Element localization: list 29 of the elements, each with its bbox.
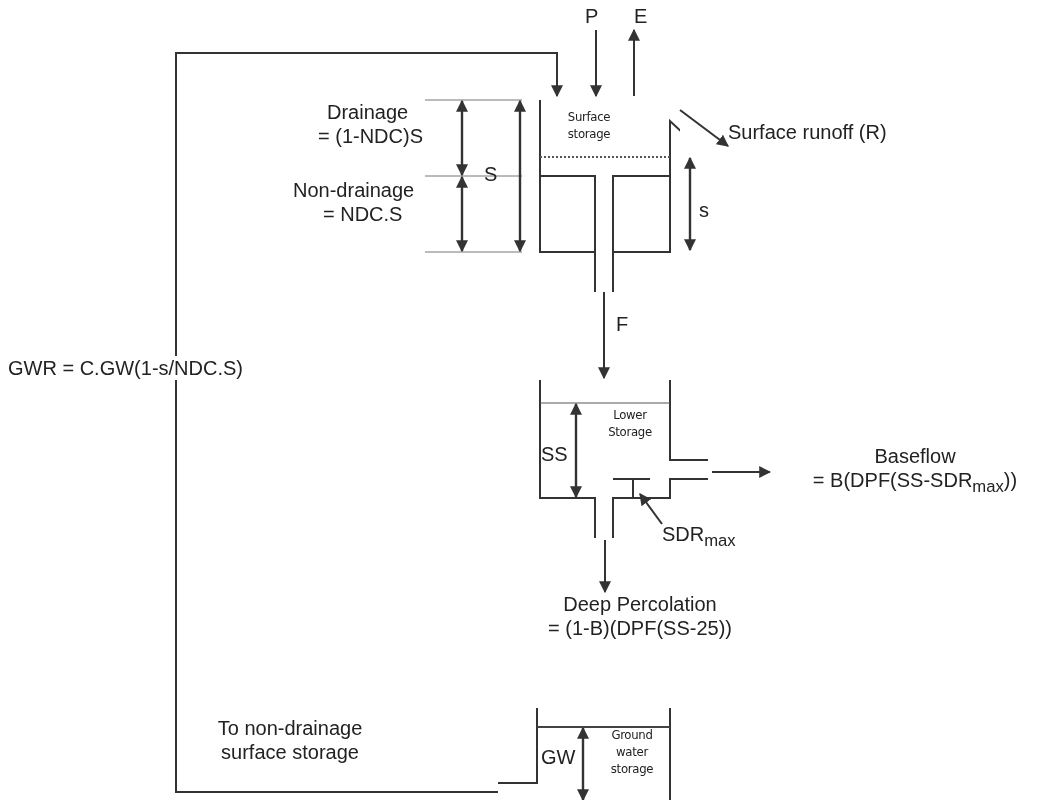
tank-label: Lower Storage <box>607 406 653 440</box>
arrow <box>711 466 772 478</box>
formula-text: Baseflow <box>873 444 957 468</box>
formula-text: = (1-B)(DPF(SS-25)) <box>547 616 733 640</box>
annotation-text: S <box>484 162 498 186</box>
arrow <box>599 539 611 594</box>
annotation-text: SS <box>541 442 568 466</box>
flux-label: E <box>634 4 656 30</box>
annotation-text: To non-drainage surface storage <box>216 716 364 764</box>
arrow <box>628 28 640 97</box>
arrow <box>598 291 610 380</box>
flux-label: SDR$_{max}$ <box>662 522 742 552</box>
annotation-text: GW <box>541 745 576 769</box>
leader-line <box>639 493 663 525</box>
formula-text: = B(DPF(SS-SDR$_{max}$)) <box>811 468 1019 498</box>
tank-label: Ground water storage <box>609 726 655 777</box>
annotation-text: = NDC.S <box>323 202 403 226</box>
formula-text: Deep Percolation <box>562 592 718 616</box>
flux-label: P <box>585 4 607 30</box>
flux-label: Surface runoff (R) <box>728 120 948 146</box>
arrow <box>590 29 602 98</box>
annotation-text: Non-drainage <box>293 178 415 202</box>
arrow <box>175 52 563 793</box>
edge-label: GWR = C.GW(1-s/NDC.S) <box>8 356 243 380</box>
arrow <box>679 109 729 147</box>
annotation-text: = (1-NDC)S <box>318 124 423 148</box>
annotation-text: Drainage <box>327 100 409 124</box>
annotation-text: s <box>699 198 709 222</box>
tank-label: Surface storage <box>566 108 612 142</box>
